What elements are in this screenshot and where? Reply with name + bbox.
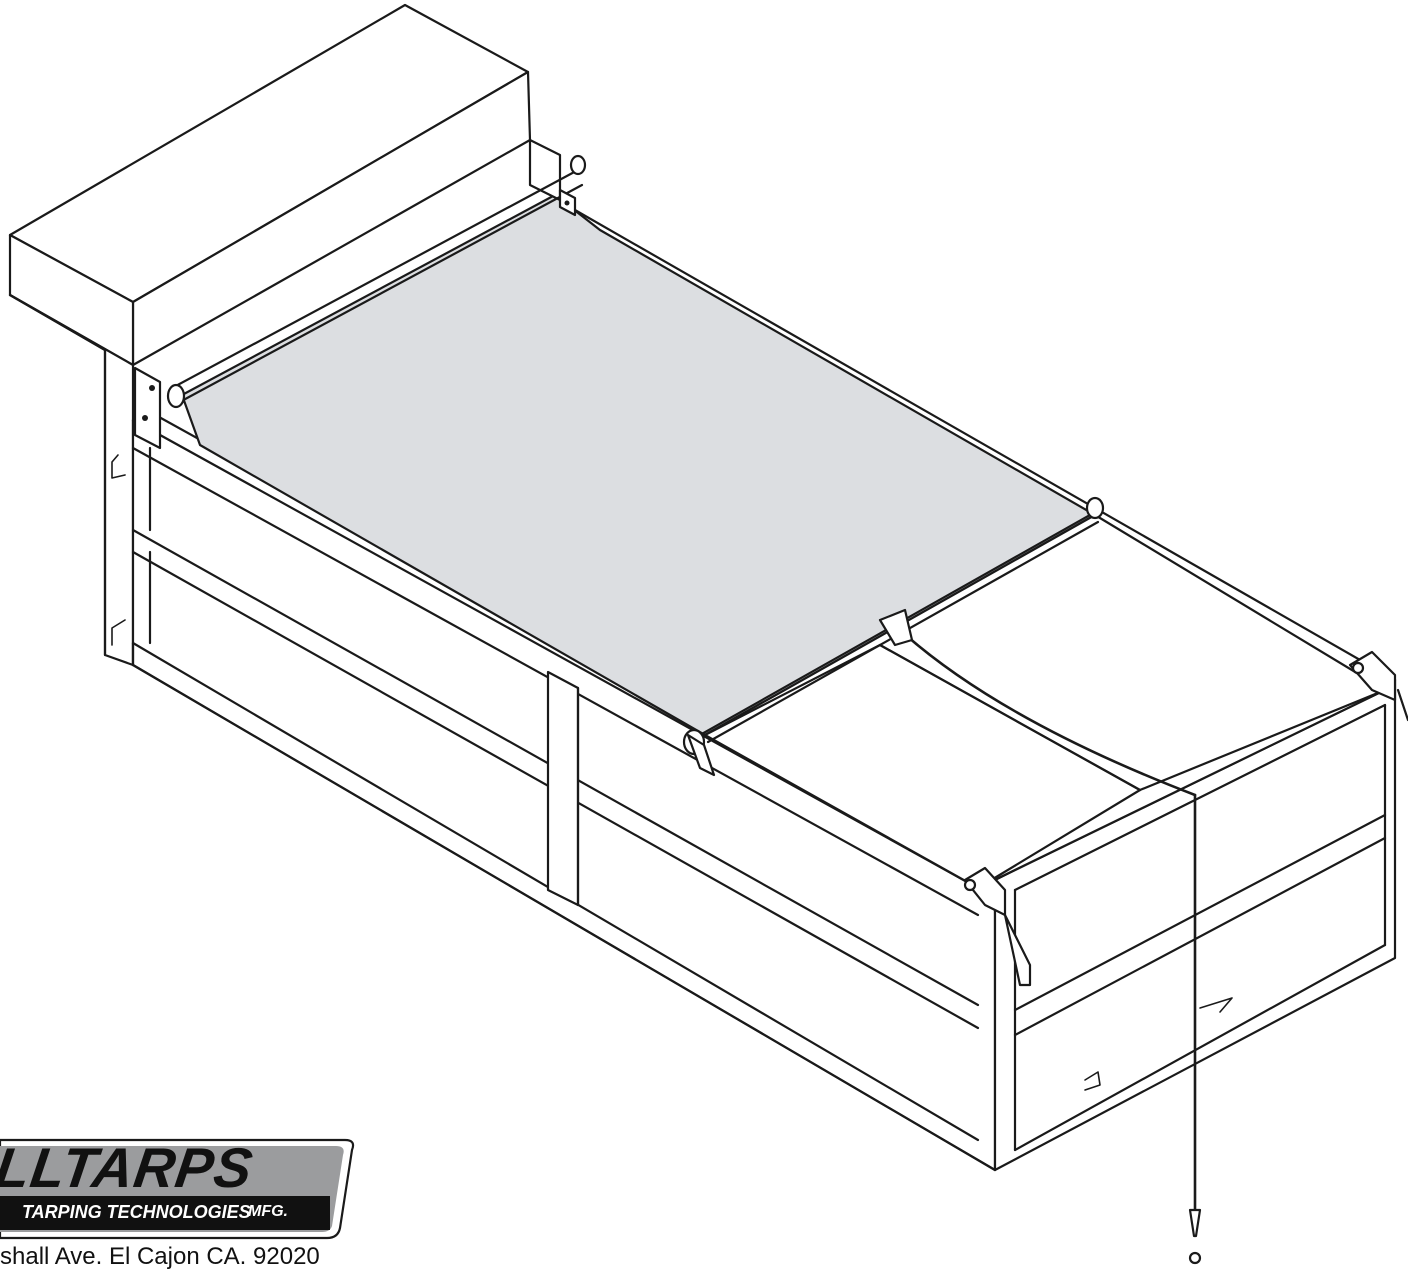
logo-suffix: MFG. bbox=[248, 1203, 288, 1220]
pull-cable bbox=[878, 608, 1202, 1265]
cab-shield bbox=[8, 3, 532, 667]
logo-tagline: TARPING TECHNOLOGIES bbox=[22, 1202, 251, 1222]
mount-roller bbox=[133, 138, 587, 450]
logo-plate bbox=[0, 1138, 355, 1240]
logo-wordmark: LLTARPS bbox=[0, 1136, 258, 1199]
company-address: shall Ave. El Cajon CA. 92020 bbox=[0, 1243, 320, 1270]
corner-brackets bbox=[963, 650, 1408, 987]
side-hooks bbox=[111, 454, 1233, 1091]
